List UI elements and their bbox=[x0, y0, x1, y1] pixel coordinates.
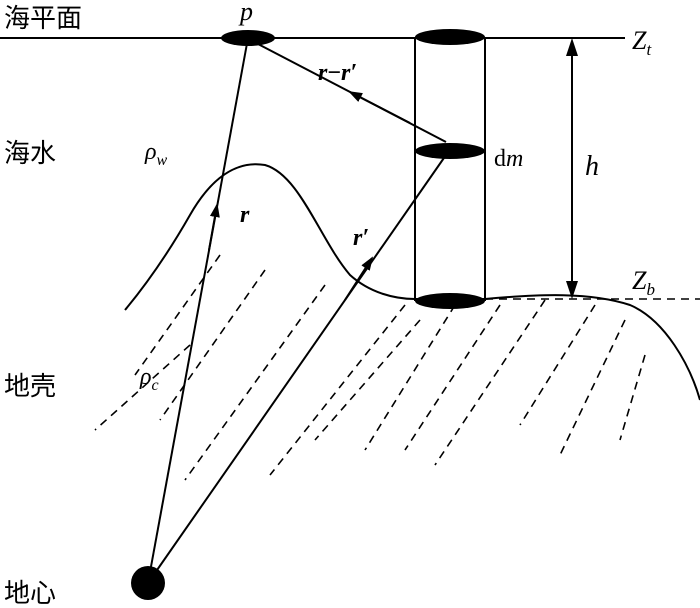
h-arrow-bottom bbox=[566, 281, 578, 299]
prism-top-cap bbox=[415, 29, 485, 45]
label-earth-center: 地心 bbox=[4, 579, 56, 608]
label-vector-r-minus-r-prime: r−r′ bbox=[318, 60, 357, 86]
label-vector-r-prime: r′ bbox=[353, 225, 369, 251]
label-sea-surface: 海平面 bbox=[4, 4, 82, 34]
vector-r-line bbox=[147, 37, 249, 584]
label-point-p: p bbox=[238, 0, 253, 26]
label-dm: dm bbox=[494, 146, 523, 172]
label-seawater: 海水 bbox=[4, 139, 56, 169]
label-crust: 地壳 bbox=[4, 372, 56, 402]
vector-r-arrow bbox=[208, 203, 220, 251]
label-rho-w: ρw bbox=[144, 139, 168, 169]
crust-hatching bbox=[94, 254, 646, 481]
mass-element-dm bbox=[415, 143, 485, 159]
h-arrow-top bbox=[566, 38, 578, 56]
vector-r-minus-r-prime-arrow bbox=[348, 91, 411, 124]
prism-bottom-cap bbox=[415, 293, 485, 309]
vector-r-prime-line bbox=[147, 154, 447, 584]
label-z-bottom: Zb bbox=[632, 266, 655, 299]
seafloor-curve bbox=[124, 163, 700, 401]
label-z-top: Zt bbox=[632, 26, 652, 59]
label-rho-c: ρc bbox=[139, 364, 159, 394]
label-vector-r: r bbox=[240, 202, 250, 228]
vector-r-prime-arrow bbox=[344, 256, 374, 301]
label-h: h bbox=[585, 151, 599, 182]
